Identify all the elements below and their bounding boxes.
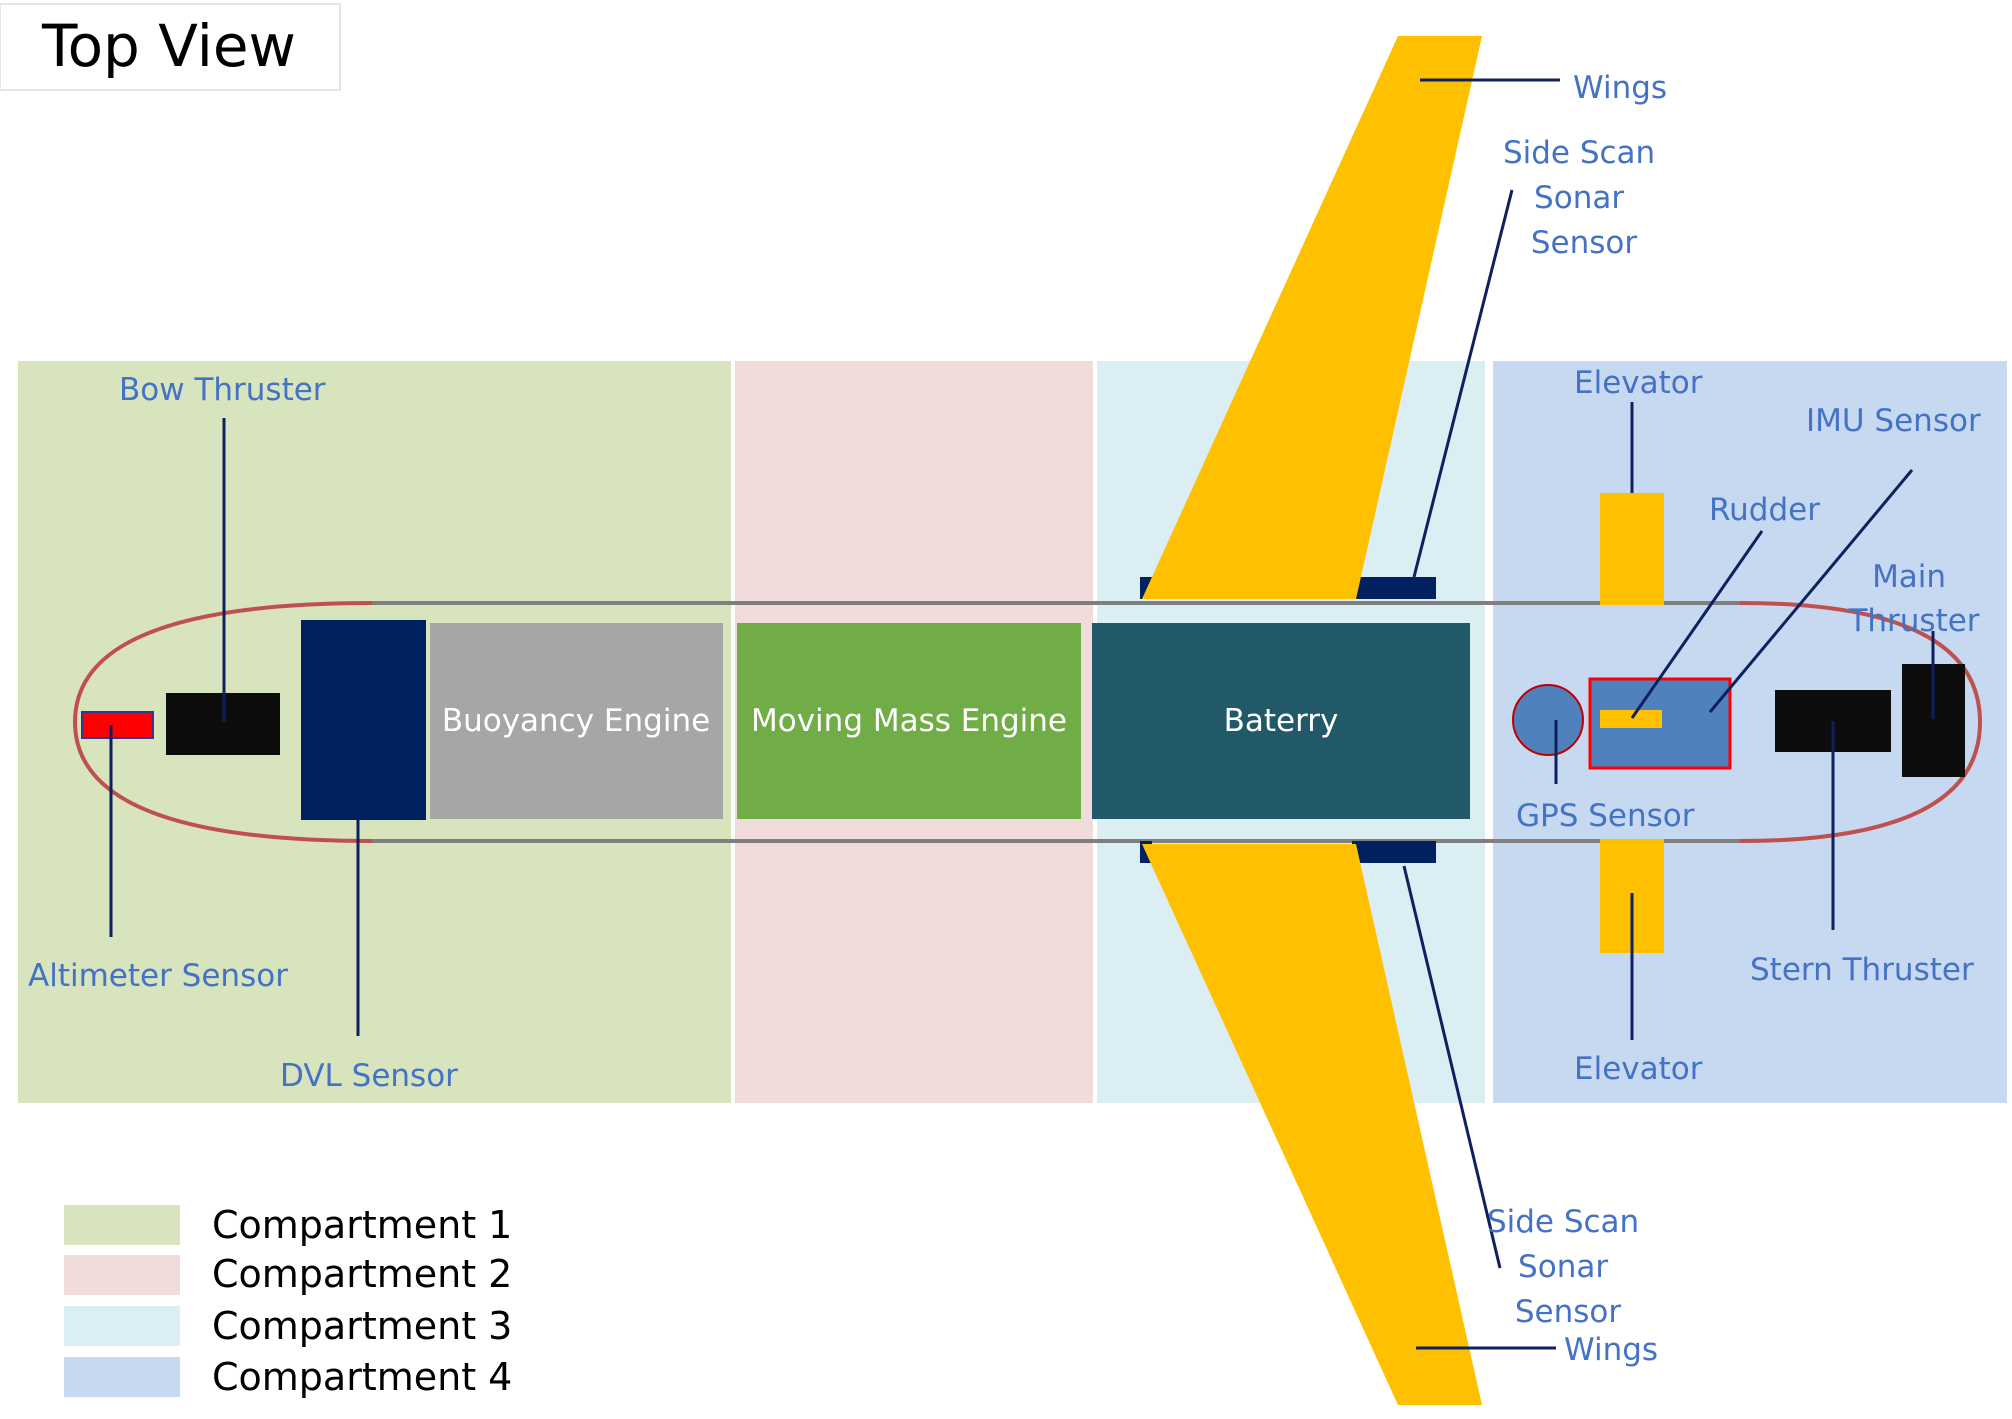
- wing-top: [1142, 36, 1482, 599]
- legend-label-compartment-2: Compartment 2: [212, 1252, 512, 1296]
- label-gps-sensor: GPS Sensor: [1516, 798, 1695, 834]
- dvl-sensor: [301, 620, 426, 820]
- legend-swatch-compartment-2: [64, 1255, 180, 1295]
- leader-lines: [109, 78, 1935, 1350]
- buoyancy-engine: [430, 623, 723, 819]
- label-wings-top: Wings: [1573, 70, 1667, 106]
- wing-bottom: [1142, 844, 1482, 1405]
- label-imu-sensor: IMU Sensor: [1806, 403, 1981, 439]
- hull: [72, 601, 1983, 843]
- label-main-thruster-line-2: Thruster: [1847, 603, 1979, 639]
- hull-bow-outline: [72, 601, 373, 843]
- side-scan-sonar-top: [1352, 577, 1436, 599]
- label-dvl-sensor: DVL Sensor: [280, 1058, 458, 1094]
- legend-item-compartment-3: Compartment 3: [64, 1304, 512, 1348]
- leader-rudder: [1630, 530, 1764, 719]
- label-elevator-top: Elevator: [1574, 365, 1703, 401]
- legend-swatch-compartment-4: [64, 1357, 180, 1397]
- legend-item-compartment-1: Compartment 1: [64, 1203, 512, 1247]
- label-side-scan-top: Side Scan Sonar Sensor: [1503, 135, 1665, 261]
- label-side-scan-bottom-line-2: Sonar: [1518, 1249, 1608, 1285]
- label-side-scan-top-line-1: Side Scan: [1503, 135, 1655, 171]
- leader-imu: [1708, 469, 1914, 713]
- leader-side-scan-top: [1412, 189, 1514, 578]
- legend-item-compartment-2: Compartment 2: [64, 1252, 512, 1296]
- leader-side-scan-bottom: [1402, 865, 1502, 1269]
- label-elevator-bottom: Elevator: [1574, 1051, 1703, 1087]
- rudder: [1600, 710, 1662, 728]
- altimeter-sensor: [81, 711, 154, 739]
- legend: Compartment 1 Compartment 2 Compartment …: [64, 1203, 512, 1399]
- label-wings-bottom: Wings: [1564, 1332, 1658, 1368]
- label-main-thruster: Main Thruster: [1847, 559, 1979, 639]
- gps-sensor: [1512, 684, 1584, 756]
- label-side-scan-top-line-3: Sensor: [1531, 225, 1638, 261]
- label-bow-thruster: Bow Thruster: [119, 372, 326, 408]
- hull-stern-outline: [1739, 601, 1983, 843]
- label-rudder: Rudder: [1709, 492, 1820, 528]
- legend-swatch-compartment-1: [64, 1205, 180, 1245]
- battery: [1092, 623, 1470, 819]
- side-scan-sonar-bottom: [1352, 841, 1436, 863]
- legend-label-compartment-1: Compartment 1: [212, 1203, 512, 1247]
- title-box: Top View: [0, 3, 341, 91]
- legend-label-compartment-3: Compartment 3: [212, 1304, 512, 1348]
- buoyancy-engine-label: Buoyancy Engine: [442, 703, 710, 739]
- label-main-thruster-line-1: Main: [1872, 559, 1946, 595]
- legend-swatch-compartment-3: [64, 1306, 180, 1346]
- label-side-scan-top-line-2: Sonar: [1534, 180, 1624, 216]
- label-side-scan-bottom-line-3: Sensor: [1515, 1294, 1622, 1330]
- moving-mass-engine-label: Moving Mass Engine: [751, 703, 1067, 739]
- legend-label-compartment-4: Compartment 4: [212, 1355, 512, 1399]
- moving-mass-engine: [737, 623, 1081, 819]
- battery-label: Baterry: [1224, 703, 1339, 739]
- title: Top View: [41, 12, 296, 80]
- elevator-top: [1600, 493, 1664, 605]
- label-altimeter-sensor: Altimeter Sensor: [28, 958, 288, 994]
- label-stern-thruster: Stern Thruster: [1750, 952, 1974, 988]
- legend-item-compartment-4: Compartment 4: [64, 1355, 512, 1399]
- label-side-scan-bottom: Side Scan Sonar Sensor: [1487, 1204, 1649, 1330]
- label-side-scan-bottom-line-1: Side Scan: [1487, 1204, 1639, 1240]
